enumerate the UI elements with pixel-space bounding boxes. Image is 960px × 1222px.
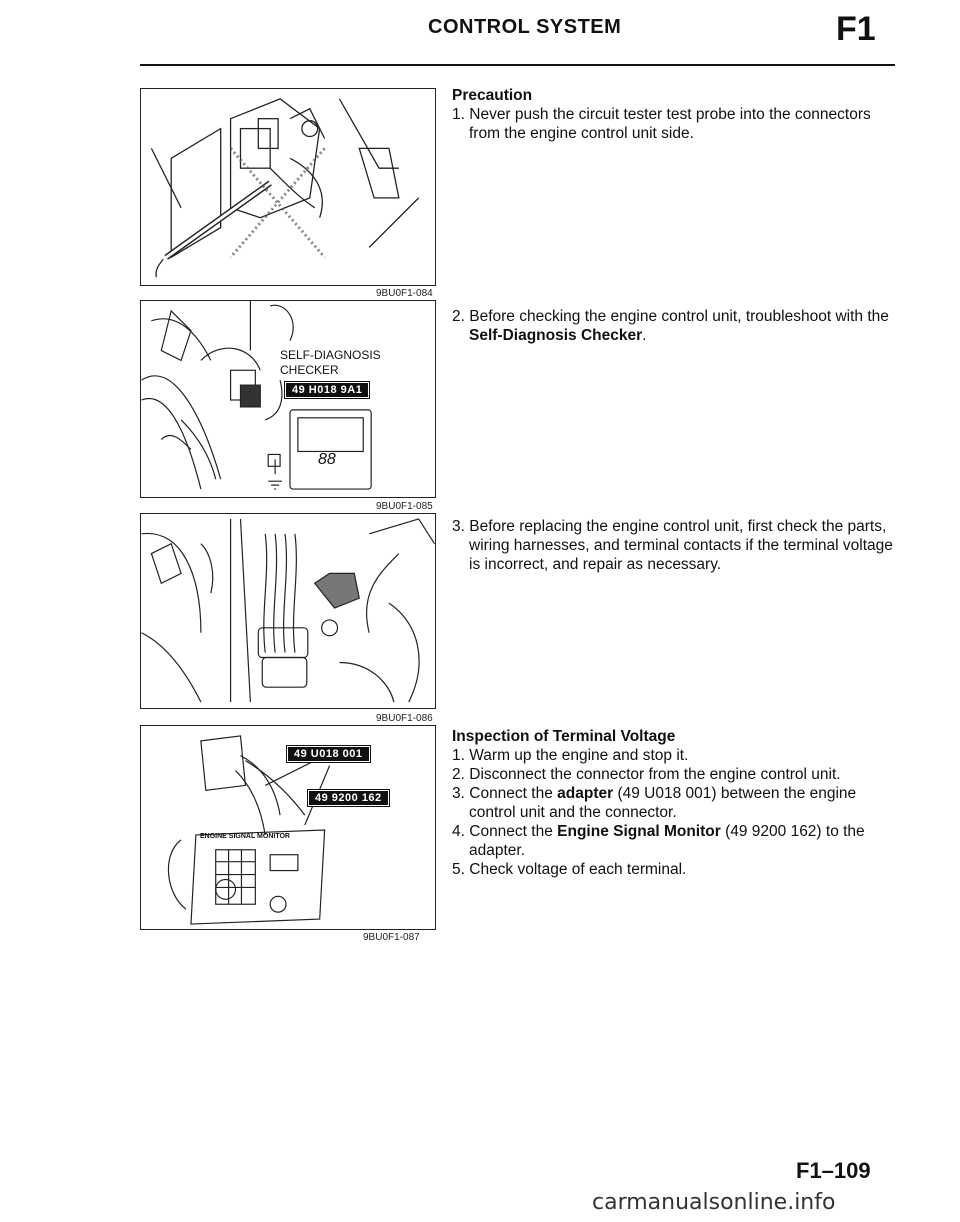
inspection-item-2: 2. Disconnect the connector from the eng… xyxy=(452,766,841,783)
harness-illustration xyxy=(141,518,435,703)
page-header-title: CONTROL SYSTEM xyxy=(428,16,622,38)
precaution-item-2: 2. Before checking the engine control un… xyxy=(452,308,889,344)
figure-1-caption: 9BU0F1-084 xyxy=(376,288,433,299)
engine-signal-monitor-label: ENGINE SIGNAL MONITOR xyxy=(200,833,290,840)
adapter-tool-badge: 49 U018 001 xyxy=(286,745,371,763)
inspection-item-4: 4. Connect the Engine Signal Monitor (49… xyxy=(452,823,865,859)
precaution-item-1: 1. Never push the circuit tester test pr… xyxy=(452,106,871,142)
checker-display-value: 88 xyxy=(318,451,336,468)
inspection-heading: Inspection of Terminal Voltage xyxy=(452,728,676,745)
precaution-section: Precaution 1. Never push the circuit tes… xyxy=(452,86,898,143)
self-diagnosis-label: SELF-DIAGNOSIS xyxy=(280,348,381,362)
monitor-tool-badge: 49 9200 162 xyxy=(307,789,390,807)
header-rule xyxy=(140,64,895,66)
inspection-item-5: 5. Check voltage of each terminal. xyxy=(452,861,687,878)
figure-4-caption: 9BU0F1-087 xyxy=(363,932,420,943)
checker-illustration xyxy=(141,301,372,490)
checker-label: CHECKER xyxy=(280,363,339,377)
watermark-link[interactable]: carmanualsonline.info xyxy=(592,1190,836,1215)
probe-illustration xyxy=(150,98,420,278)
precaution-item-3: 3. Before replacing the engine control u… xyxy=(452,518,893,573)
precaution-heading: Precaution xyxy=(452,87,533,104)
inspection-section: Inspection of Terminal Voltage 1. Warm u… xyxy=(452,727,898,879)
inspection-item-1: 1. Warm up the engine and stop it. xyxy=(452,747,689,764)
page-number: F1–109 xyxy=(796,1158,871,1183)
figure-self-diagnosis-checker xyxy=(140,300,436,498)
figure-probe-warning xyxy=(140,88,436,286)
section-code: F1 xyxy=(836,10,876,48)
figure-3-caption: 9BU0F1-086 xyxy=(376,713,433,724)
inspection-item-3: 3. Connect the adapter (49 U018 001) bet… xyxy=(452,785,857,821)
figure-connector-harness xyxy=(140,513,436,709)
figure-2-caption: 9BU0F1-085 xyxy=(376,501,433,512)
tool-number-badge: 49 H018 9A1 xyxy=(283,381,371,399)
